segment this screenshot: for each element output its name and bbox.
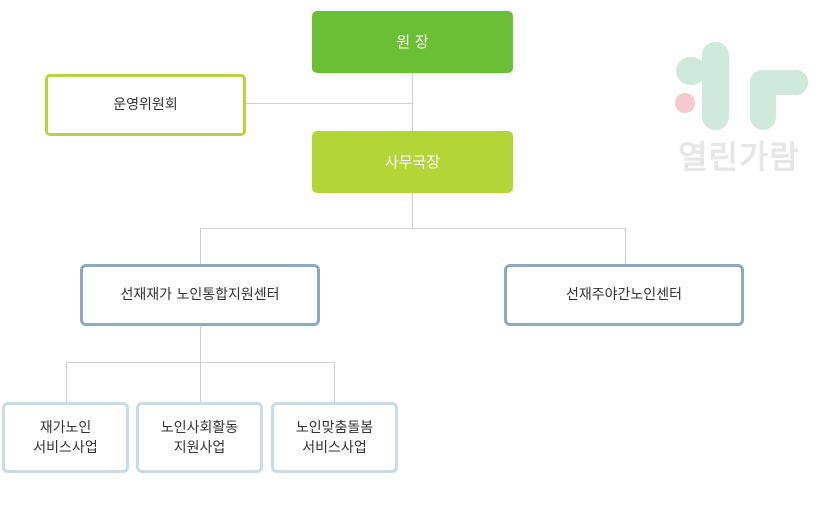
secretary-box: 사무국장 bbox=[312, 131, 513, 193]
service-label: 노인사회활동 지원사업 bbox=[160, 419, 239, 456]
logo-text: 열린가람 bbox=[678, 138, 800, 176]
connector-director-secretary bbox=[412, 73, 413, 131]
service-box-social-activity: 노인사회활동 지원사업 bbox=[136, 402, 263, 473]
connector-secretary-down bbox=[412, 193, 413, 228]
service-label: 노인맞춤돌봄 서비스사업 bbox=[295, 419, 374, 456]
connector-service3-drop bbox=[334, 362, 335, 402]
connector-center1-down bbox=[200, 326, 201, 363]
connector-service1-drop bbox=[66, 362, 67, 402]
committee-label: 운영위원회 bbox=[113, 97, 178, 113]
daynight-center-box: 선재주야간노인센터 bbox=[504, 264, 744, 326]
logo-mark-icon bbox=[675, 42, 808, 130]
connector-service2-drop bbox=[200, 362, 201, 402]
daynight-center-label: 선재주야간노인센터 bbox=[566, 287, 682, 303]
connector-committee bbox=[246, 103, 412, 104]
connector-center2-drop bbox=[625, 228, 626, 264]
logo: 열린가람 bbox=[668, 40, 818, 180]
integrated-center-label: 선재재가 노인통합지원센터 bbox=[120, 287, 280, 303]
committee-box: 운영위원회 bbox=[45, 74, 246, 136]
service-box-home-care: 재가노인 서비스사업 bbox=[2, 402, 129, 473]
integrated-center-box: 선재재가 노인통합지원센터 bbox=[80, 264, 320, 326]
director-label: 원 장 bbox=[396, 33, 429, 51]
secretary-label: 사무국장 bbox=[384, 153, 441, 171]
service-label: 재가노인 서비스사업 bbox=[33, 419, 98, 456]
connector-center1-drop bbox=[200, 228, 201, 264]
connector-centers-horizontal bbox=[200, 228, 625, 229]
service-box-custom-care: 노인맞춤돌봄 서비스사업 bbox=[271, 402, 398, 473]
director-box: 원 장 bbox=[312, 11, 513, 73]
